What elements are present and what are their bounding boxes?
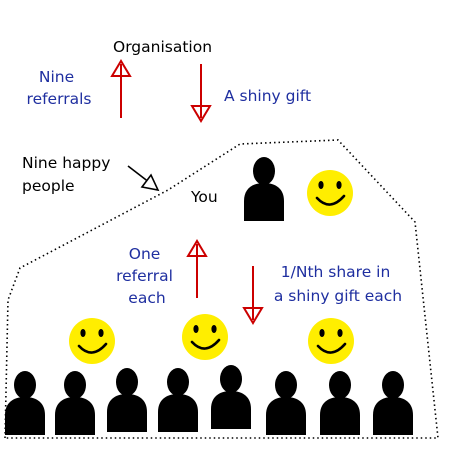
nine-happy-people-line-2: people (22, 177, 75, 195)
group-smiley-icon (67, 316, 117, 366)
pointer-arrow-icon (127, 165, 160, 192)
arrow-down-shiny-gift (190, 64, 212, 123)
group-person-icon (373, 371, 413, 435)
share-each-line-1: 1/Nth share in (281, 263, 391, 281)
group-smiley-icon (306, 316, 356, 366)
group-boundary (4, 139, 439, 439)
one-referral-line-2: referral (116, 267, 173, 285)
you-person-icon (244, 157, 284, 221)
shiny-gift-label: A shiny gift (224, 87, 311, 105)
group-smiley-icon (180, 312, 230, 362)
nine-referrals-label: Nine referrals (27, 68, 92, 108)
group-person-icon (107, 368, 147, 432)
one-referral-line-1: One (129, 245, 161, 263)
group-person-icon (55, 371, 95, 435)
group-person-icon (158, 368, 198, 432)
one-referral-line-3: each (128, 289, 165, 307)
you-label: You (190, 188, 218, 206)
organisation-label: Organisation (113, 38, 212, 56)
share-each-label: 1/Nth share in a shiny gift each (274, 263, 402, 305)
you-smiley-icon (305, 168, 355, 218)
nine-happy-people-label: Nine happy people (22, 154, 115, 195)
group-person-icon (211, 365, 251, 429)
group-person-icon (320, 371, 360, 435)
share-each-line-2: a shiny gift each (274, 287, 402, 305)
arrow-up-nine-referrals (110, 59, 132, 118)
one-referral-each-label: One referral each (116, 245, 178, 307)
nine-happy-people-line-1: Nine happy (22, 154, 110, 172)
group-person-icon (5, 371, 45, 435)
arrow-up-one-referral (186, 239, 208, 298)
group-people (5, 365, 413, 435)
arrow-down-share (242, 266, 264, 325)
nine-referrals-line-1: Nine (39, 68, 74, 86)
group-person-icon (266, 371, 306, 435)
nine-referrals-line-2: referrals (27, 90, 92, 108)
